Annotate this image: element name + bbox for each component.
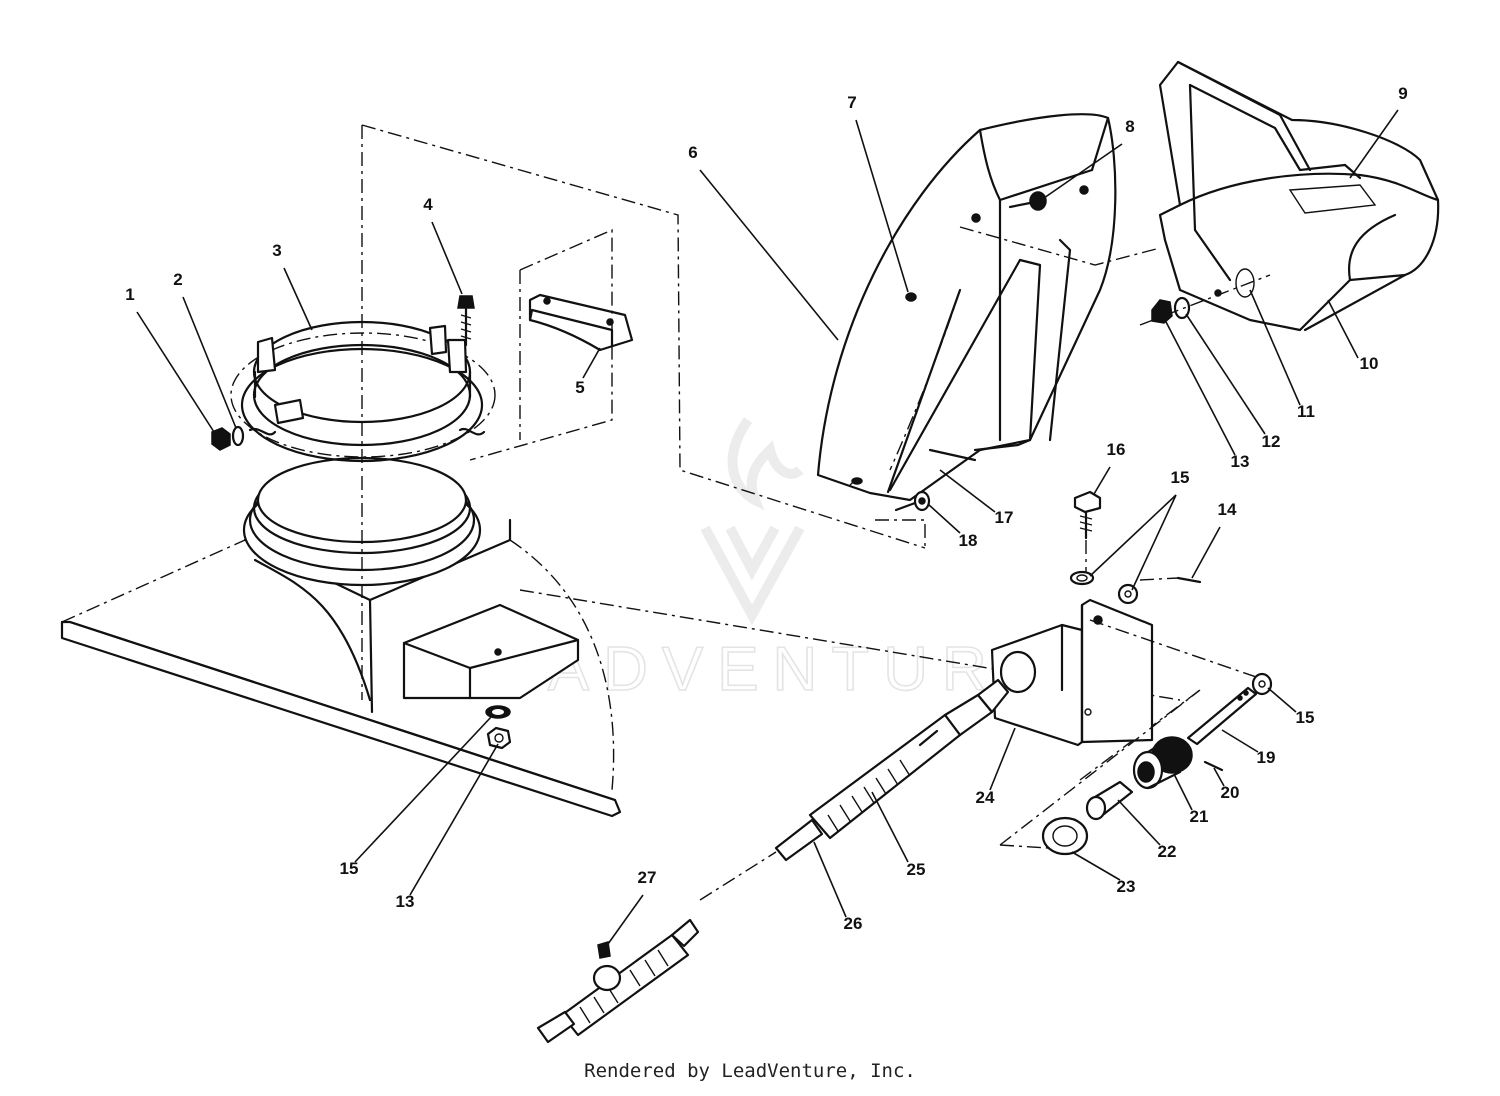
callout-12: 12 [1262, 432, 1281, 451]
callout-17: 17 [995, 508, 1014, 527]
callout-5: 5 [575, 378, 584, 397]
callout-20: 20 [1221, 783, 1240, 802]
cotter-pin-part-14 [1139, 576, 1202, 584]
callout-15: 15 [1296, 708, 1315, 727]
deflector-pivot-lines [959, 226, 1271, 326]
callout-4: 4 [423, 195, 433, 214]
keeper-part-5 [528, 293, 634, 352]
chute-flange-lower [242, 456, 482, 587]
nut-part-13-upper [1151, 299, 1173, 324]
callout-9: 9 [1398, 84, 1407, 103]
callout-8: 8 [1125, 117, 1134, 136]
bolt-part-8 [1008, 191, 1047, 211]
deflector-lever-part-17 [875, 448, 977, 548]
callout-14: 14 [1218, 500, 1237, 519]
footer-credit: Rendered by LeadVenture, Inc. [584, 1060, 916, 1082]
callout-7: 7 [847, 93, 856, 112]
callout-25: 25 [907, 860, 926, 879]
nut-part-1 [211, 427, 231, 451]
callout-26: 26 [844, 914, 863, 933]
pin-part-19 [1186, 686, 1258, 746]
callout-3: 3 [272, 241, 281, 260]
callout-15: 15 [1171, 468, 1190, 487]
nut-part-23 [1041, 816, 1089, 856]
mounting-bracket-base [402, 603, 580, 700]
ring-assembly-outline [361, 124, 926, 700]
bolt-part-18 [894, 490, 931, 512]
washer-part-15-side [1117, 583, 1139, 605]
cotter-pin-part-20 [1203, 760, 1224, 772]
callout-2: 2 [173, 270, 182, 289]
callout-1: 1 [125, 285, 134, 304]
deflector-part-10 [1158, 60, 1440, 332]
callout-13: 13 [1231, 452, 1250, 471]
coupling-part-24-nut [943, 678, 1010, 737]
washer-part-2 [231, 425, 245, 447]
setscrew-part-27 [597, 941, 611, 959]
washer-part-15-top [1069, 570, 1095, 586]
bolt-part-16 [1073, 490, 1102, 580]
washer-part-15-lower [485, 705, 511, 719]
callout-27: 27 [638, 868, 657, 887]
callout-22: 22 [1158, 842, 1177, 861]
discharge-chute-part-6 [816, 113, 1117, 502]
chute-ring [230, 320, 496, 463]
callout-18: 18 [959, 531, 978, 550]
callout-13: 13 [396, 892, 415, 911]
bolt-part-4 [457, 295, 475, 347]
bushing-part-22 [1085, 780, 1134, 821]
nut-part-13-lower [486, 726, 512, 750]
cable-bracket-part-24 [990, 598, 1154, 747]
callout-21: 21 [1190, 807, 1209, 826]
part-callouts: 1234567891011121314151617181519202122232… [125, 84, 1407, 933]
washer-part-15-right [1251, 672, 1273, 696]
callout-23: 23 [1117, 877, 1136, 896]
cable-core-part-26 [699, 818, 824, 901]
callout-19: 19 [1257, 748, 1276, 767]
callout-15: 15 [340, 859, 359, 878]
lower-spring-assembly [536, 918, 700, 1044]
callout-24: 24 [976, 788, 995, 807]
cable-spring-part-25 [808, 713, 962, 840]
callout-16: 16 [1107, 440, 1126, 459]
worm-gear-part-21 [1132, 736, 1193, 790]
washer-part-12 [1173, 296, 1191, 320]
leader-lines [136, 109, 1399, 945]
callout-11: 11 [1297, 402, 1315, 421]
callout-6: 6 [688, 143, 697, 162]
callout-10: 10 [1360, 354, 1379, 373]
